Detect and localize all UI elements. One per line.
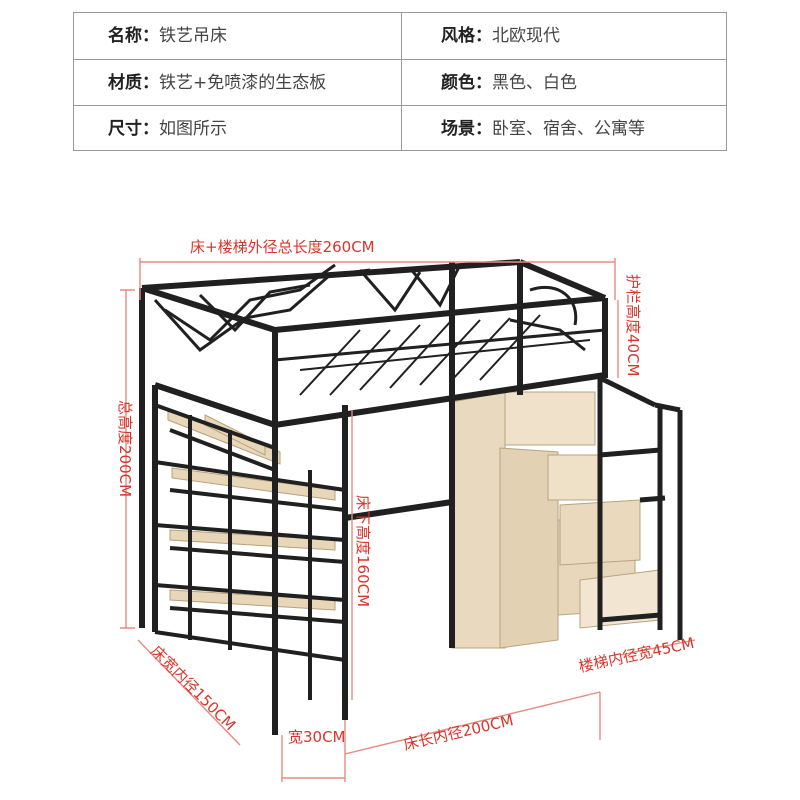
spec-colon: ：	[142, 26, 159, 46]
spec-key: 材质	[108, 73, 142, 93]
guardrail	[153, 263, 606, 362]
spec-name: 名称：铁艺吊床	[108, 13, 227, 59]
spec-table-divider	[401, 13, 402, 150]
dimension-shelf-width: 宽30CM	[288, 728, 346, 746]
spec-size: 尺寸：如图所示	[108, 106, 227, 152]
dimension-guardrail-height: 护栏高度40CM	[624, 274, 642, 377]
dimension-bed-width: 床宽内径150CM	[147, 642, 239, 734]
spec-colon: ：	[475, 73, 492, 93]
spec-value: 卧室、宿舍、公寓等	[492, 119, 645, 139]
spec-table: 名称：铁艺吊床 风格：北欧现代 材质：铁艺+免喷漆的生态板 颜色：黑色、白色 尺…	[73, 12, 727, 151]
dimension-total-length: 床+楼梯外径总长度260CM	[190, 238, 375, 256]
spec-row: 材质：铁艺+免喷漆的生态板 颜色：黑色、白色	[74, 59, 726, 106]
spec-color: 颜色：黑色、白色	[441, 60, 577, 106]
spec-value: 黑色、白色	[492, 73, 577, 93]
spec-colon: ：	[142, 119, 159, 139]
spec-key: 名称	[108, 26, 142, 46]
shelf-frame	[154, 403, 346, 700]
dimension-under-bed-height: 床下高度160CM	[354, 495, 372, 607]
spec-colon: ：	[142, 73, 159, 93]
staircase-frame	[597, 375, 683, 640]
shelf-panels	[167, 409, 336, 611]
spec-colon: ：	[475, 119, 492, 139]
spec-material: 材质：铁艺+免喷漆的生态板	[108, 60, 326, 106]
spec-value: 如图所示	[159, 119, 227, 139]
spec-style: 风格：北欧现代	[441, 13, 560, 59]
dimension-stair-width: 楼梯内径宽45CM	[577, 634, 696, 676]
spec-row: 尺寸：如图所示 场景：卧室、宿舍、公寓等	[74, 105, 726, 152]
spec-key: 颜色	[441, 73, 475, 93]
spec-key: 尺寸	[108, 119, 142, 139]
spec-colon: ：	[475, 26, 492, 46]
spec-value: 铁艺吊床	[159, 26, 227, 46]
spec-key: 场景	[441, 119, 475, 139]
dimension-bed-length: 床长内径200CM	[402, 711, 515, 754]
spec-scene: 场景：卧室、宿舍、公寓等	[441, 106, 645, 152]
wardrobe-panels	[451, 391, 661, 649]
dimension-total-height: 总高度200CM	[116, 400, 134, 497]
spec-value: 铁艺+免喷漆的生态板	[159, 73, 327, 93]
mattress-slats	[299, 314, 591, 396]
dimension-lines	[120, 258, 696, 782]
spec-key: 风格	[441, 26, 475, 46]
spec-value: 北欧现代	[492, 26, 560, 46]
spec-row: 名称：铁艺吊床 风格：北欧现代	[74, 13, 726, 59]
